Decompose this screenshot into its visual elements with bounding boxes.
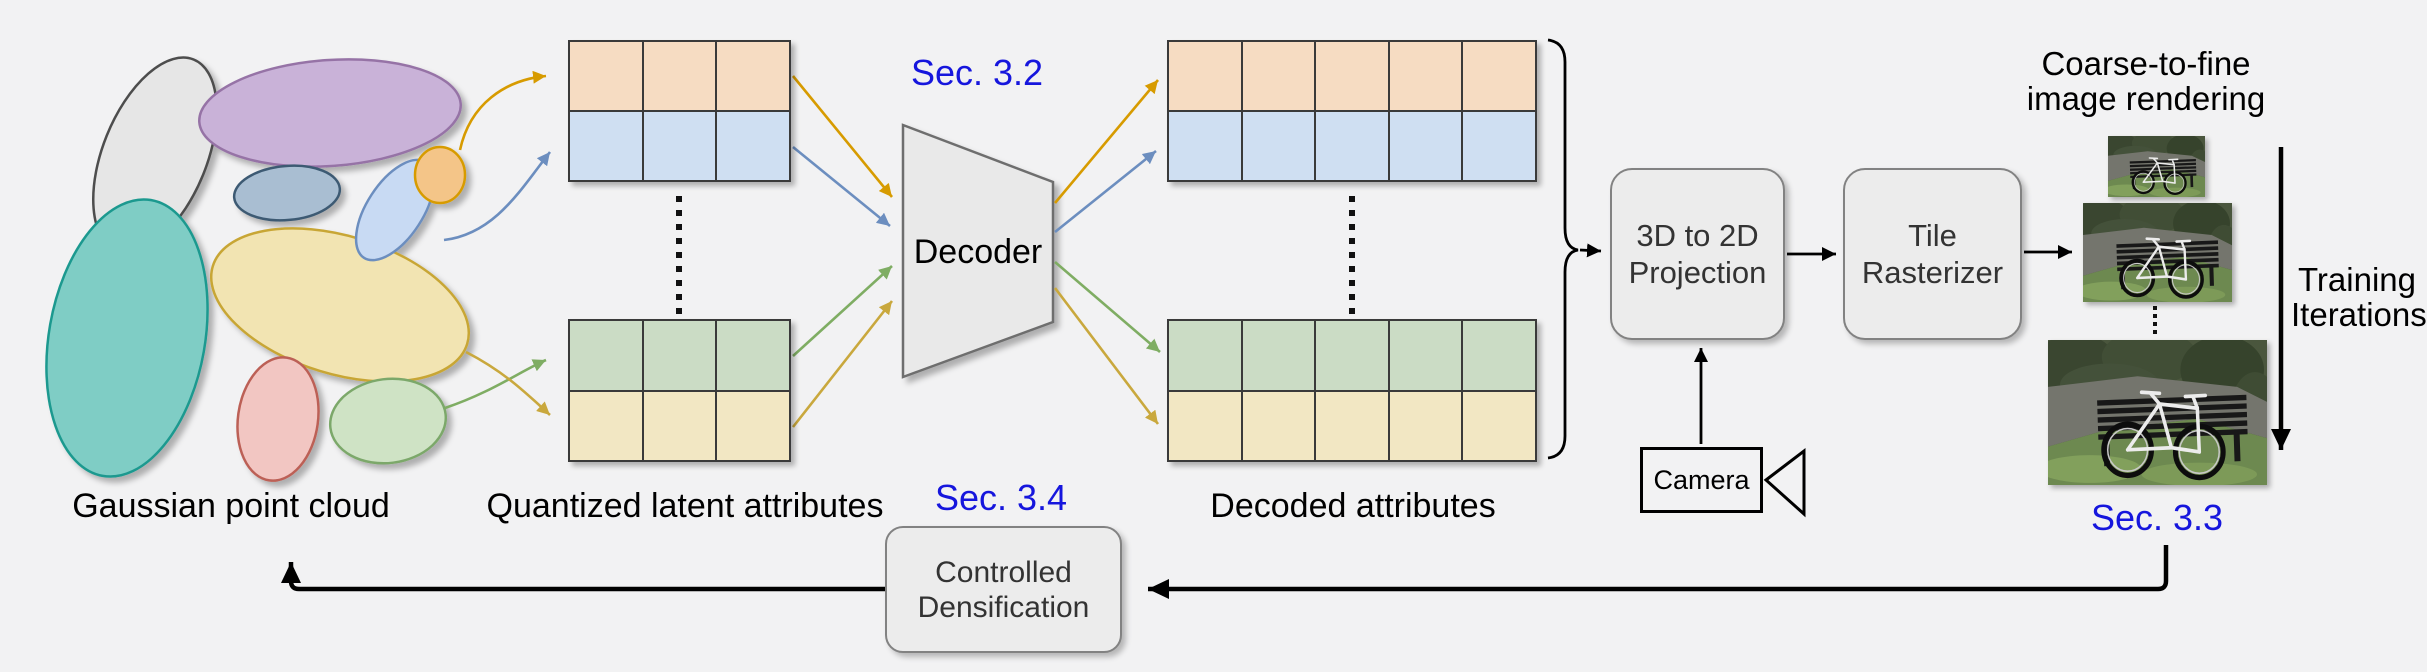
decoded-cell (1169, 391, 1241, 460)
arrow-gold (791, 75, 894, 198)
coarse-to-fine-line1: Coarse-to-fine (2041, 45, 2251, 82)
latent-to-decoder-arrows (791, 75, 894, 428)
latent-cell (717, 112, 789, 180)
latent-cell (717, 391, 789, 460)
decoded-cell (1389, 112, 1462, 180)
projection-label-line1: 3D to 2D (1636, 218, 1759, 253)
decoded-cell (1169, 321, 1241, 390)
training-line2: Iterations (2291, 296, 2427, 333)
arrow-blue (792, 145, 891, 228)
section-3-4-label: Sec. 3.4 (934, 477, 1068, 518)
camera-label: Camera (1653, 464, 1750, 495)
flow-arrows (1579, 243, 2072, 444)
training-iterations-label: Training Iterations (2291, 261, 2427, 333)
decoder-label: Decoder (913, 233, 1043, 271)
render-image-large (2048, 340, 2267, 485)
latent-cell (717, 42, 789, 110)
point-cloud-label: Gaussian point cloud (72, 487, 390, 525)
latent-cell (643, 112, 716, 180)
decoded-cell (1242, 391, 1315, 460)
gaussian-ellipse-teal (45, 198, 209, 478)
decoded-cell (1316, 42, 1388, 110)
decoded-table-top (1167, 40, 1537, 182)
decoded-cell (1463, 321, 1535, 390)
feedback-loop (281, 545, 2169, 599)
gaussian-ellipse-yellow (209, 227, 471, 383)
decoded-cell (1169, 42, 1241, 110)
arrow-gold (1054, 79, 1159, 204)
densification-label-line1: Controlled (935, 555, 1072, 589)
latent-cell (643, 42, 716, 110)
rasterizer-label-line1: Tile (1908, 218, 1957, 253)
latent-table-bottom (568, 319, 791, 462)
gaussian-ellipse-slate-blue (232, 164, 342, 222)
latent-cell (643, 391, 716, 460)
latent-cell (570, 42, 642, 110)
densification-label-line2: Densification (917, 590, 1090, 624)
decoded-cell (1242, 112, 1315, 180)
gaussian-ellipse-green (328, 377, 448, 465)
decoded-cell (1389, 391, 1462, 460)
decoded-cell (1389, 42, 1462, 110)
render-image-small (2108, 136, 2205, 197)
section-3-3-label: Sec. 3.3 (2090, 497, 2224, 538)
arrow-green (792, 265, 893, 357)
latent-cell (717, 321, 789, 390)
latent-cell (570, 321, 642, 390)
decoded-cell (1169, 112, 1241, 180)
latent-table-top (568, 40, 791, 182)
decoded-label: Decoded attributes (1210, 487, 1496, 525)
camera-box: Camera (1640, 447, 1763, 513)
arrow-green (444, 358, 547, 410)
coarse-to-fine-line2: image rendering (2026, 80, 2266, 117)
decoder-shape (901, 123, 1055, 379)
decoded-cell (1316, 391, 1388, 460)
arrow-green (1054, 261, 1161, 353)
render-image-medium (2083, 203, 2232, 302)
vertical-ellipsis-icon-latent (676, 196, 682, 314)
decoded-cell (1242, 42, 1315, 110)
latent-label: Quantized latent attributes (486, 487, 884, 525)
arrow-blue (443, 151, 552, 242)
projection-box: 3D to 2D Projection (1610, 168, 1785, 340)
decoded-cell (1463, 391, 1535, 460)
decoded-table-bottom (1167, 319, 1537, 462)
feedback-left-segment (281, 562, 885, 592)
projection-label-line2: Projection (1628, 255, 1767, 290)
cloud-to-latent-arrows (443, 70, 552, 416)
latent-cell (570, 112, 642, 180)
arrow-gold-top (458, 70, 547, 151)
decoded-cell (1242, 321, 1315, 390)
arrow-blue (1054, 149, 1157, 234)
arrow-yellow (791, 300, 894, 428)
decoded-cell (1463, 112, 1535, 180)
latent-cell (643, 321, 716, 390)
rasterizer-box: Tile Rasterizer (1843, 168, 2022, 340)
rasterizer-label-line2: Rasterizer (1861, 255, 2004, 290)
arrow-yellow (1053, 287, 1160, 425)
feedback-right-segment (1148, 545, 2169, 599)
gaussian-point-cloud-ellipses (45, 56, 471, 482)
decoded-cell (1316, 112, 1388, 180)
decoded-cell (1389, 321, 1462, 390)
decoded-cell (1463, 42, 1535, 110)
densification-box: Controlled Densification (885, 526, 1122, 653)
camera-lens-icon (1763, 447, 1806, 518)
brace-to-projection-arrow (1579, 243, 1602, 258)
vertical-ellipsis-icon-decoded (1349, 196, 1355, 314)
decoded-cell (1316, 321, 1388, 390)
gaussian-ellipse-purple (198, 58, 462, 168)
vertical-ellipsis-icon-renders (2153, 306, 2157, 334)
arrow-yellow (465, 350, 551, 416)
section-3-2-label: Sec. 3.2 (910, 52, 1044, 93)
coarse-to-fine-title: Coarse-to-fine image rendering (2026, 46, 2266, 116)
curly-brace-icon (1547, 38, 1579, 460)
latent-cell (570, 391, 642, 460)
training-line1: Training (2298, 261, 2416, 298)
decoder-to-decoded-arrows (1053, 79, 1161, 425)
gaussian-ellipse-orange (413, 145, 467, 205)
gaussian-ellipse-pink (236, 356, 320, 482)
